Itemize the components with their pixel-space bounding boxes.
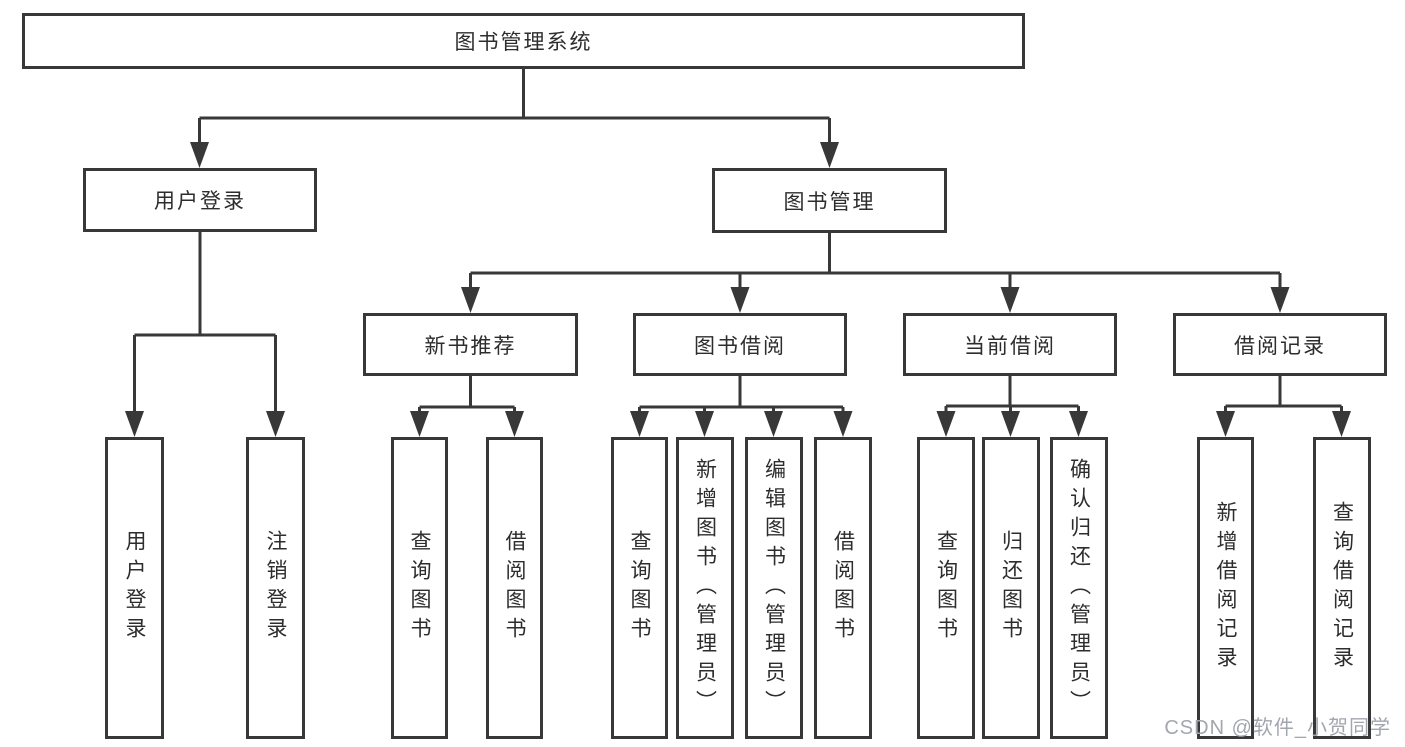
node-new-book-recommend: 新书推荐 xyxy=(363,313,578,376)
node-label: 查询图书 xyxy=(408,530,432,646)
node-label: 查询图书 xyxy=(628,530,652,646)
arrowhead xyxy=(764,411,783,437)
arrowhead xyxy=(1332,411,1351,437)
arrowhead xyxy=(1270,287,1290,313)
leaf-borrow-books: 借阅图书 xyxy=(814,437,872,739)
leaf-query-books-recommend: 查询图书 xyxy=(391,437,448,739)
connector-user-login xyxy=(133,230,277,413)
leaf-return-books: 归还图书 xyxy=(982,437,1040,739)
leaf-add-book-admin: 新增图书（管理员） xyxy=(676,437,734,739)
node-book-borrow: 图书借阅 xyxy=(633,313,847,376)
connector-new-book-recommend xyxy=(418,374,516,413)
node-user-login: 用户登录 xyxy=(83,168,317,232)
leaf-borrow-books-recommend: 借阅图书 xyxy=(486,437,543,739)
node-label: 编辑图书（管理员） xyxy=(762,457,786,719)
arrowhead xyxy=(730,287,750,313)
connector-root xyxy=(198,67,831,145)
node-library-management-system: 图书管理系统 xyxy=(22,13,1025,69)
arrowhead xyxy=(833,411,853,437)
leaf-logout-login: 注销登录 xyxy=(246,437,305,739)
node-book-management: 图书管理 xyxy=(712,168,947,233)
arrowhead xyxy=(266,411,285,437)
node-label: 当前借阅 xyxy=(964,334,1056,358)
arrowhead xyxy=(630,411,649,437)
leaf-confirm-return-admin: 确认归还（管理员） xyxy=(1050,437,1108,739)
node-label: 查询借阅记录 xyxy=(1330,501,1354,675)
arrowhead xyxy=(936,411,956,437)
arrowhead xyxy=(125,411,144,437)
node-label: 新书推荐 xyxy=(424,334,517,358)
node-label: 确认归还（管理员） xyxy=(1067,457,1091,719)
leaf-query-books-current: 查询图书 xyxy=(917,437,975,739)
node-borrow-records: 借阅记录 xyxy=(1173,313,1387,376)
arrowhead xyxy=(820,142,839,168)
arrowhead xyxy=(505,411,524,437)
arrowhead xyxy=(1001,411,1020,437)
node-label: 借阅图书 xyxy=(503,530,527,646)
leaf-add-borrow-record: 新增借阅记录 xyxy=(1197,437,1254,739)
connector-current-borrow xyxy=(944,374,1080,413)
node-label: 图书借阅 xyxy=(694,334,786,358)
node-label: 用户登录 xyxy=(123,530,147,646)
node-label: 借阅图书 xyxy=(831,530,855,646)
node-label: 新增借阅记录 xyxy=(1214,501,1238,675)
node-label: 注销登录 xyxy=(264,530,288,646)
connector-book-borrow xyxy=(638,371,845,413)
arrowhead xyxy=(1000,287,1020,313)
arrowhead xyxy=(695,411,714,437)
node-label: 图书管理 xyxy=(783,190,876,214)
node-label: 借阅记录 xyxy=(1234,334,1326,358)
connector-borrow-records xyxy=(1224,374,1343,413)
arrowhead xyxy=(1069,411,1088,437)
node-label: 图书管理系统 xyxy=(454,31,593,54)
leaf-edit-book-admin: 编辑图书（管理员） xyxy=(745,437,803,739)
arrowhead xyxy=(410,411,429,437)
node-label: 新增图书（管理员） xyxy=(693,457,717,719)
connector-book-management xyxy=(469,231,1282,289)
node-current-borrow: 当前借阅 xyxy=(903,313,1117,376)
arrowhead xyxy=(461,287,480,313)
arrowhead xyxy=(1216,411,1235,437)
leaf-user-login: 用户登录 xyxy=(105,437,164,739)
arrowhead xyxy=(190,142,209,168)
csdn-watermark: CSDN @软件_小贺同学 xyxy=(1164,717,1391,739)
leaf-query-borrow-record: 查询借阅记录 xyxy=(1313,437,1371,739)
leaf-query-books-borrow: 查询图书 xyxy=(611,437,668,739)
node-label: 用户登录 xyxy=(154,190,246,213)
node-label: 查询图书 xyxy=(934,530,958,646)
node-label: 归还图书 xyxy=(999,530,1023,646)
